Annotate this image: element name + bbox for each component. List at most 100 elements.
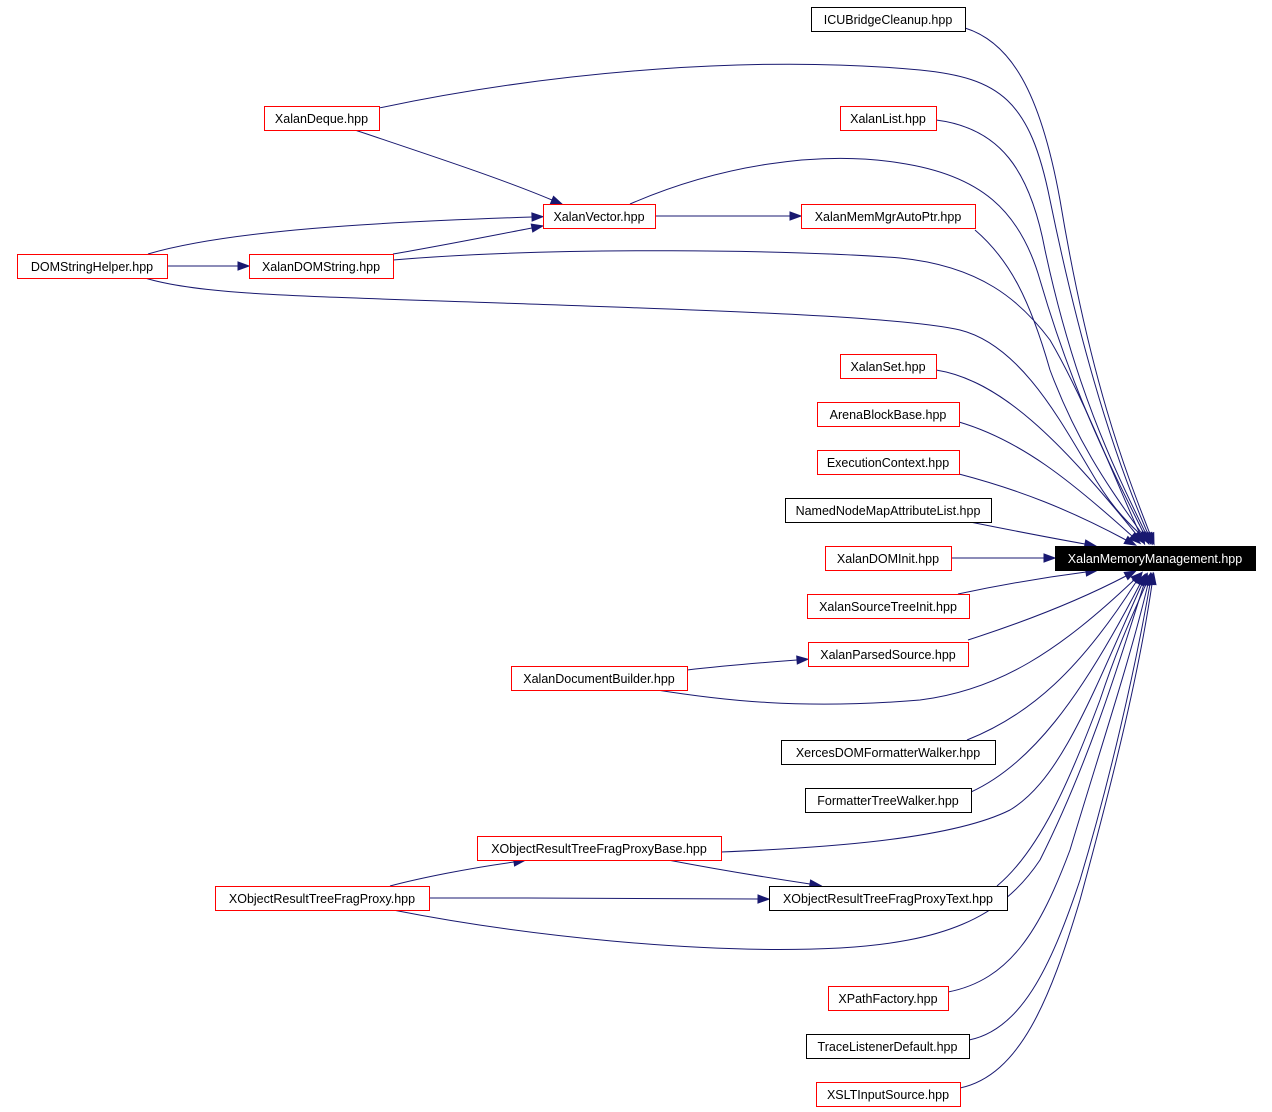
node-proxy[interactable]: XObjectResultTreeFragProxy.hpp — [215, 886, 430, 911]
node-domstring[interactable]: XalanDOMString.hpp — [249, 254, 394, 279]
node-namednode[interactable]: NamedNodeMapAttributeList.hpp — [785, 498, 992, 523]
node-box — [811, 7, 966, 32]
node-arena[interactable]: ArenaBlockBase.hpp — [817, 402, 960, 427]
edge-domstring-to-xmm — [392, 250, 1146, 546]
node-label: XObjectResultTreeFragProxy.hpp — [229, 892, 415, 906]
node-box — [264, 106, 380, 131]
node-vector[interactable]: XalanVector.hpp — [543, 204, 656, 229]
edge-proxybase-to-proxytext — [667, 859, 823, 889]
edge-line — [974, 229, 1143, 535]
edge-vector-to-memmgr — [655, 211, 803, 221]
node-fmttree[interactable]: FormatterTreeWalker.hpp — [805, 788, 972, 813]
node-dominit[interactable]: XalanDOMInit.hpp — [825, 546, 952, 571]
arrowhead-icon — [1147, 571, 1157, 586]
node-box — [825, 546, 952, 571]
edge-parsedsrc-to-xmm — [967, 570, 1138, 641]
edge-line — [947, 583, 1149, 993]
node-label: XalanVector.hpp — [553, 210, 644, 224]
edge-line — [959, 583, 1153, 1089]
edge-line — [378, 63, 1149, 535]
edge-line — [656, 579, 1135, 705]
arrowhead-icon — [549, 195, 564, 205]
node-label: XObjectResultTreeFragProxyText.hpp — [783, 892, 993, 906]
node-xmm: XalanMemoryManagement.hpp — [1055, 546, 1256, 571]
edge-arena-to-xmm — [958, 421, 1142, 545]
edge-line — [720, 583, 1143, 853]
node-memmgr[interactable]: XalanMemMgrAutoPtr.hpp — [801, 204, 976, 229]
node-icu[interactable]: ICUBridgeCleanup.hpp — [811, 7, 966, 32]
node-box — [806, 1034, 970, 1059]
edge-dominit-to-xmm — [951, 553, 1057, 563]
edge-srctreeinit-to-xmm — [957, 567, 1099, 595]
node-box — [840, 106, 937, 131]
node-label: XalanDOMString.hpp — [262, 260, 380, 274]
node-box — [801, 204, 976, 229]
arrowhead-icon — [789, 211, 803, 221]
node-xpathfactory[interactable]: XPathFactory.hpp — [828, 986, 949, 1011]
node-deque[interactable]: XalanDeque.hpp — [264, 106, 380, 131]
edge-xsltinput-to-xmm — [959, 571, 1157, 1089]
node-list[interactable]: XalanList.hpp — [840, 106, 937, 131]
node-label: TraceListenerDefault.hpp — [818, 1040, 958, 1054]
node-box — [543, 204, 656, 229]
node-set[interactable]: XalanSet.hpp — [840, 354, 937, 379]
edge-line — [967, 575, 1127, 641]
edge-line — [392, 227, 533, 255]
edge-line — [686, 659, 798, 671]
edge-line — [147, 216, 533, 255]
node-domstrhelper[interactable]: DOMStringHelper.hpp — [17, 254, 168, 279]
node-tracelistener[interactable]: TraceListenerDefault.hpp — [806, 1034, 970, 1059]
node-label: XalanSet.hpp — [850, 360, 925, 374]
edges-layer — [144, 27, 1157, 1089]
node-proxybase[interactable]: XObjectResultTreeFragProxyBase.hpp — [477, 836, 722, 861]
edge-line — [958, 473, 1127, 541]
node-box — [17, 254, 168, 279]
edge-proxy-to-proxytext — [428, 894, 771, 904]
node-box — [828, 986, 949, 1011]
node-xercesfmt[interactable]: XercesDOMFormatterWalker.hpp — [781, 740, 996, 765]
edge-line — [935, 369, 1137, 535]
edge-docbuilder-to-parsedsrc — [686, 655, 810, 671]
edge-line — [996, 583, 1147, 887]
edge-line — [966, 581, 1137, 741]
arrowhead-icon — [796, 655, 810, 665]
node-box — [477, 836, 722, 861]
node-label: XPathFactory.hpp — [838, 992, 937, 1006]
node-box — [1055, 546, 1256, 571]
node-box — [215, 886, 430, 911]
edge-domstrhelper-to-vector — [147, 212, 545, 255]
node-srctreeinit[interactable]: XalanSourceTreeInit.hpp — [807, 594, 970, 619]
node-box — [805, 788, 972, 813]
node-box — [249, 254, 394, 279]
node-label: XalanDocumentBuilder.hpp — [523, 672, 675, 686]
node-parsedsrc[interactable]: XalanParsedSource.hpp — [808, 642, 969, 667]
edge-domstrhelper-to-xmm — [144, 277, 1150, 543]
edge-deque-to-xmm — [378, 63, 1153, 546]
node-execctx[interactable]: ExecutionContext.hpp — [817, 450, 960, 475]
edge-memmgr-to-xmm — [974, 229, 1150, 545]
node-box — [816, 1082, 961, 1107]
edge-line — [392, 583, 1145, 950]
node-docbuilder[interactable]: XalanDocumentBuilder.hpp — [511, 666, 688, 691]
edge-line — [428, 897, 759, 900]
edge-line — [958, 421, 1133, 537]
edge-line — [667, 859, 811, 885]
edge-proxy-to-proxybase — [389, 857, 527, 887]
node-proxytext[interactable]: XObjectResultTreeFragProxyText.hpp — [769, 886, 1008, 911]
arrowhead-icon — [1123, 535, 1138, 546]
edge-deque-to-vector — [354, 129, 564, 205]
node-box — [817, 450, 960, 475]
edge-icu-to-xmm — [964, 27, 1155, 546]
node-xsltinput[interactable]: XSLTInputSource.hpp — [816, 1082, 961, 1107]
node-box — [808, 642, 969, 667]
edge-namednode-to-xmm — [959, 519, 1098, 549]
node-label: FormatterTreeWalker.hpp — [817, 794, 959, 808]
arrowhead-icon — [1128, 532, 1142, 545]
edge-line — [935, 119, 1147, 535]
node-box — [817, 402, 960, 427]
node-box — [511, 666, 688, 691]
arrowhead-icon — [237, 261, 251, 271]
node-box — [840, 354, 937, 379]
